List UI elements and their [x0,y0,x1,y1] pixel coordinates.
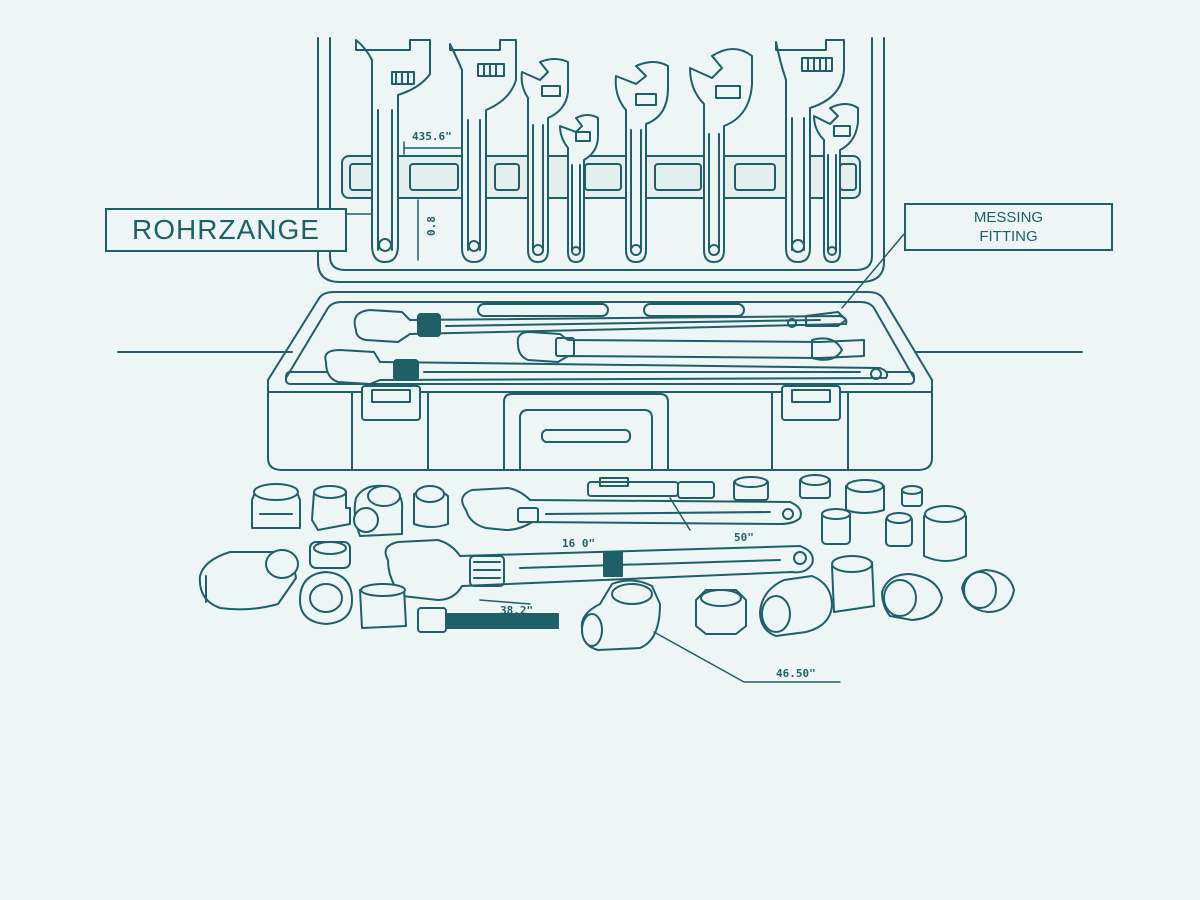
long-pin [587,477,715,531]
lid-wrench-8 [813,103,859,263]
lid-height-dimension: 0.8 [425,216,438,236]
pipe-wrench-label: ROHRZANGE [105,208,347,252]
bolt-length-dimension: 38.2" [500,604,534,617]
lid-wrench-3 [520,58,569,263]
tray-wrench-middle [516,331,865,363]
pipe-wrench-label-text: ROHRZANGE [132,214,320,245]
case-base [267,291,933,471]
lid-wrench-6 [689,48,753,263]
elbow-leader [653,631,841,683]
lid-wrench-5 [614,61,669,263]
lid-dimension-lines [403,141,463,261]
adjustable-wrench-lower [384,539,814,601]
tray-wrench-top [353,309,848,343]
messing-leader [841,233,905,309]
lid-width-dimension: 435.6" [412,130,452,143]
wrench-angle-dimension: 50" [734,531,754,544]
lid-wrench-7 [775,39,845,263]
adjustable-wrench-upper [461,487,802,531]
lid-wrench-4 [559,114,599,263]
brass-fitting-label: MESSING FITTING [904,203,1113,251]
pipe-fittings [198,474,1015,651]
brass-fitting-label-line2: FITTING [979,228,1038,245]
tray-wrench-bottom [324,349,889,385]
elbow-size-dimension: 46.50" [776,667,816,680]
hex-bolt [417,599,559,633]
brass-fitting-label-line1: MESSING [973,209,1044,226]
lid-wrench-2 [449,39,517,263]
wrench-length-dimension: 16 0" [562,537,596,550]
lid-wrench-1 [355,39,431,263]
